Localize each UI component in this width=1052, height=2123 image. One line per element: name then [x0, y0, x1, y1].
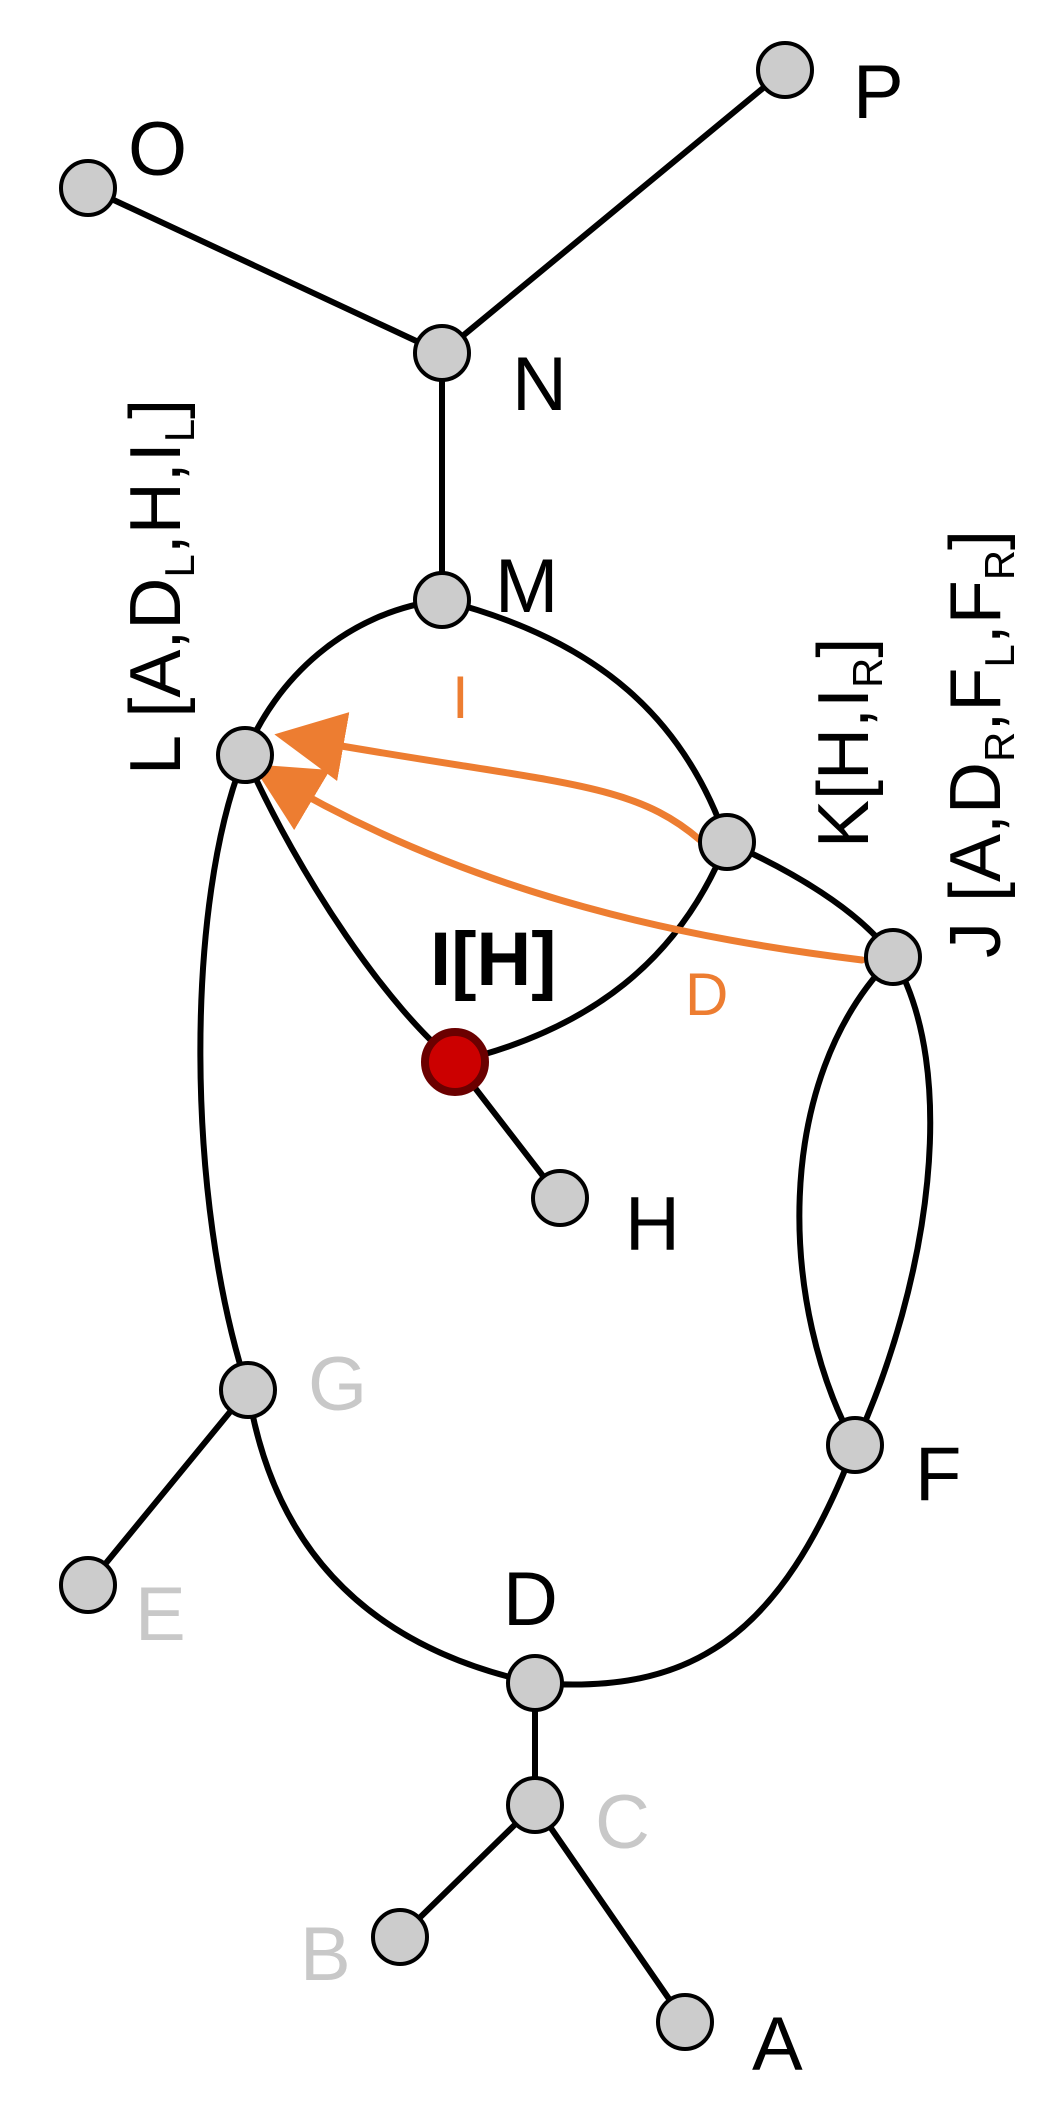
arrow-label-D: D — [685, 961, 728, 1028]
label-N: N — [512, 342, 567, 427]
label-L-set: L [A,DL,H,IL] — [116, 399, 203, 775]
label-C: C — [595, 1780, 650, 1865]
label-E: E — [135, 1572, 186, 1657]
node-L — [216, 726, 274, 784]
edge-K-J — [724, 839, 896, 960]
node-G — [219, 1361, 277, 1419]
node-M — [413, 571, 471, 629]
label-K-set: K[H,IR] — [804, 638, 891, 848]
edge-L-G — [197, 752, 251, 1393]
edges — [85, 67, 934, 2025]
node-N — [413, 324, 471, 382]
node-J — [864, 928, 922, 986]
label-D: D — [503, 1557, 558, 1642]
label-G: G — [308, 1342, 367, 1427]
label-B: B — [300, 1912, 351, 1997]
node-O — [59, 159, 117, 217]
label-A: A — [752, 2002, 803, 2087]
edge-C-B — [397, 1802, 538, 1940]
node-D — [506, 1654, 564, 1712]
edge-L-I — [242, 752, 458, 1065]
label-I: I[H] — [430, 917, 557, 1002]
node-F — [826, 1416, 884, 1474]
edge-K-I — [452, 839, 730, 1065]
edge-C-A — [532, 1802, 688, 2025]
node-B — [371, 1908, 429, 1966]
nodes — [59, 41, 922, 2051]
label-M: M — [495, 544, 558, 629]
edge-F-D — [532, 1442, 858, 1688]
label-H: H — [625, 1182, 680, 1267]
node-I — [421, 1028, 489, 1096]
arrow-labels: I D — [452, 664, 728, 1028]
node-H — [531, 1169, 589, 1227]
arrow-J-to-L — [251, 764, 866, 964]
node-K — [698, 813, 756, 871]
side-labels: L [A,DL,H,IL] K[H,IR] J [A,DR,FL,FR] — [116, 399, 1023, 958]
node-labels: O P N M I[H] H G F E D C B A — [128, 50, 961, 2087]
edge-M-L — [242, 597, 445, 758]
arrow-K-to-L — [274, 712, 704, 844]
edge-O-N — [85, 185, 445, 356]
edge-M-K — [439, 597, 730, 845]
label-J-set: J [A,DR,FL,FR] — [936, 530, 1023, 958]
edge-J-F-right — [852, 954, 934, 1448]
edge-G-E — [85, 1387, 251, 1588]
node-P — [756, 41, 814, 99]
edge-J-F-left — [796, 954, 896, 1448]
label-F: F — [915, 1432, 961, 1517]
node-C — [506, 1776, 564, 1834]
edge-G-D — [245, 1387, 538, 1686]
node-A — [656, 1993, 714, 2051]
arrows — [251, 712, 866, 964]
node-E — [59, 1556, 117, 1614]
label-P: P — [853, 50, 904, 135]
edge-P-N — [439, 67, 788, 356]
label-O: O — [128, 107, 187, 192]
arrow-label-I: I — [452, 664, 469, 731]
